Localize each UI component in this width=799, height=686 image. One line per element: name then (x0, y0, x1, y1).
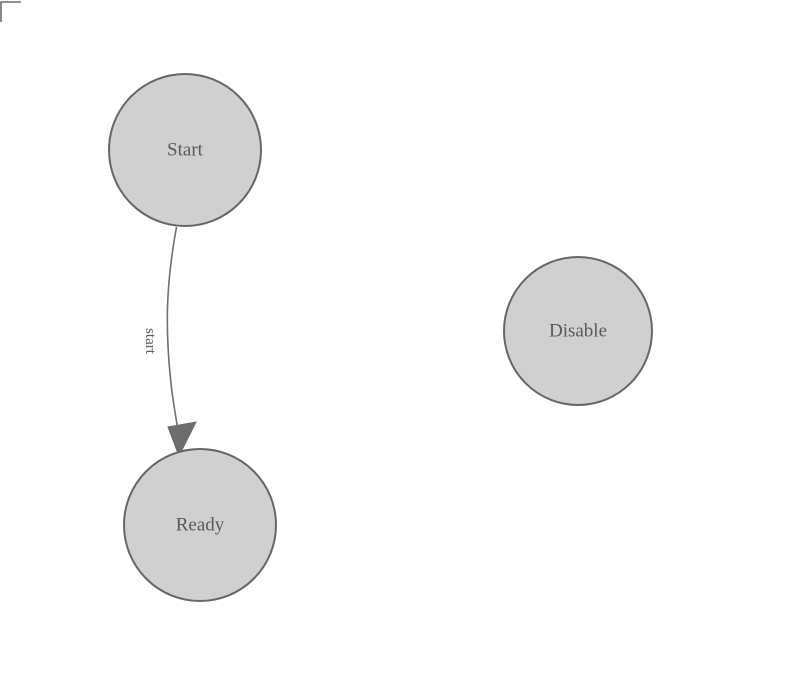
edges-layer: start (142, 226, 197, 458)
state-node-disable[interactable]: Disable (503, 256, 653, 406)
edge-start-to-ready[interactable]: start (142, 226, 197, 458)
canvas-corner-bracket-icon (0, 1, 21, 22)
state-node-ready-circle[interactable] (123, 448, 277, 602)
edge-arrowhead-icon (167, 421, 197, 458)
edge-path[interactable] (166, 226, 179, 432)
edge-label-start: start (142, 328, 158, 355)
state-node-start-circle[interactable] (108, 73, 262, 227)
nodes-layer: Start Ready Disable (108, 73, 653, 602)
state-node-ready-label: Ready (176, 515, 225, 536)
state-node-start-label: Start (167, 140, 204, 161)
state-node-ready[interactable]: Ready (123, 448, 277, 602)
state-node-disable-label: Disable (549, 321, 607, 342)
state-node-start[interactable]: Start (108, 73, 262, 227)
state-node-disable-circle[interactable] (503, 256, 653, 406)
corner-bracket-path (0, 1, 21, 22)
